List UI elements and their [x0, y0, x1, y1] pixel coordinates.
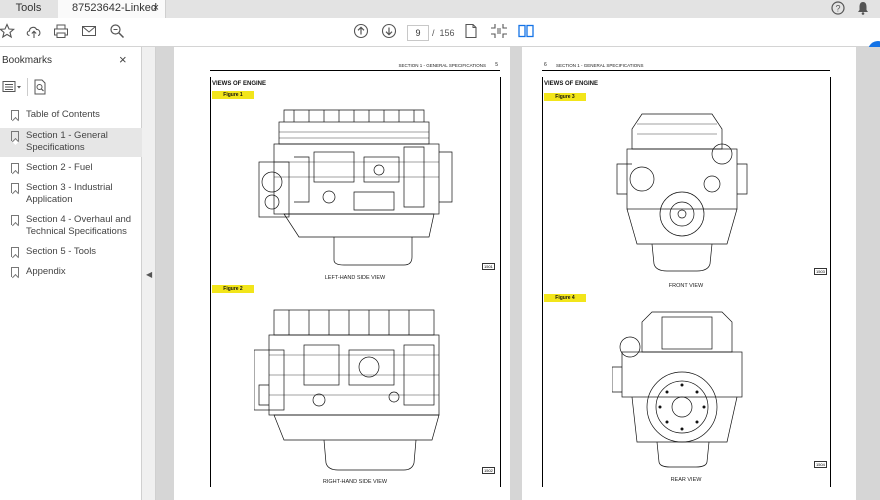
help-icon[interactable]: ? — [831, 0, 845, 18]
bookmarks-panel: Bookmarks × Table of Contents Section 1 … — [0, 47, 142, 500]
bookmark-label: Section 4 - Overhaul and Technical Speci… — [26, 214, 131, 237]
star-icon[interactable] — [0, 23, 16, 41]
page-header: SECTION 1 - GENERAL SPECIFICATIONS 5 — [210, 61, 500, 71]
bookmark-item[interactable]: Section 1 - General Specifications — [0, 128, 142, 157]
two-page-view-icon[interactable] — [517, 23, 535, 41]
bookmarks-title: Bookmarks — [2, 55, 52, 66]
frame-rule — [500, 77, 501, 487]
bookmark-item[interactable]: Section 4 - Overhaul and Technical Speci… — [0, 212, 142, 241]
page-header: 6 SECTION 1 - GENERAL SPECIFICATIONS — [542, 61, 830, 71]
main-toolbar: 9 / 156 + — [0, 18, 880, 47]
engine-front-view-drawing — [612, 109, 752, 274]
tab-bar: Tools 87523642-Linked p... × ? — [0, 0, 880, 18]
bookmark-label: Section 3 - Industrial Application — [26, 182, 113, 205]
tab-tools[interactable]: Tools — [0, 0, 57, 18]
figure-tag: 1504 — [814, 461, 827, 468]
email-icon[interactable] — [80, 23, 98, 41]
bookmark-icon — [11, 247, 19, 257]
page-header-text: SECTION 1 - GENERAL SPECIFICATIONS — [556, 63, 644, 68]
page-separator: / — [432, 28, 435, 38]
collapse-panel-icon[interactable]: ◀ — [146, 270, 152, 279]
figure-tag: 1501 — [482, 263, 495, 270]
figure-tag: 1502 — [482, 467, 495, 474]
bookmark-label: Section 1 - General Specifications — [26, 130, 108, 153]
document-viewer[interactable]: SECTION 1 - GENERAL SPECIFICATIONS 5 VIE… — [156, 47, 880, 500]
figure-tag: 1503 — [814, 268, 827, 275]
engine-rear-view-drawing — [612, 307, 752, 472]
bookmark-icon — [11, 131, 19, 141]
bookmark-item[interactable]: Section 5 - Tools — [0, 244, 142, 261]
page-total: / 156 — [432, 25, 455, 41]
bookmark-label: Section 2 - Fuel — [26, 162, 93, 173]
next-page-icon[interactable] — [380, 23, 398, 41]
tab-document[interactable]: 87523642-Linked p... × — [58, 0, 166, 18]
panel-splitter[interactable]: ◀ — [142, 47, 156, 500]
find-bookmark-icon[interactable] — [33, 79, 47, 100]
page-number-label: 6 — [544, 62, 547, 68]
figure-label: Figure 2 — [212, 285, 254, 293]
bookmark-icon — [11, 163, 19, 173]
bookmark-label: Table of Contents — [26, 109, 100, 120]
bell-icon[interactable] — [857, 0, 869, 18]
figure-label: Figure 3 — [544, 93, 586, 101]
toolbar-divider — [27, 78, 28, 96]
figure-caption: REAR VIEW — [542, 477, 830, 483]
frame-rule — [210, 77, 211, 487]
document-page-right: 6 SECTION 1 - GENERAL SPECIFICATIONS VIE… — [522, 47, 856, 500]
print-icon[interactable] — [52, 23, 70, 41]
previous-page-icon[interactable] — [352, 23, 370, 41]
page-header-text: SECTION 1 - GENERAL SPECIFICATIONS — [398, 63, 486, 68]
bookmark-icon — [11, 110, 19, 120]
bookmark-item[interactable]: Section 2 - Fuel — [0, 160, 142, 177]
section-title: VIEWS OF ENGINE — [544, 81, 598, 87]
engine-left-side-drawing — [254, 102, 459, 267]
upload-cloud-icon[interactable] — [25, 23, 43, 41]
bookmark-item[interactable]: Section 3 - Industrial Application — [0, 180, 142, 209]
section-title: VIEWS OF ENGINE — [212, 81, 266, 87]
bookmark-icon — [11, 183, 19, 193]
bookmark-label: Section 5 - Tools — [26, 246, 96, 257]
document-page-left: SECTION 1 - GENERAL SPECIFICATIONS 5 VIE… — [174, 47, 510, 500]
bookmark-label: Appendix — [26, 266, 66, 277]
bookmark-icon — [11, 267, 19, 277]
figure-label: Figure 4 — [544, 294, 586, 302]
figure-caption: FRONT VIEW — [542, 283, 830, 289]
frame-rule — [542, 77, 543, 487]
frame-rule — [830, 77, 831, 487]
bookmarks-list: Table of Contents Section 1 - General Sp… — [0, 107, 142, 281]
bookmark-icon — [11, 215, 19, 225]
bookmark-item[interactable]: Appendix — [0, 264, 142, 281]
bookmarks-toolbar — [0, 78, 142, 100]
close-tab-icon[interactable]: × — [153, 0, 159, 16]
page-total-number: 156 — [440, 28, 455, 38]
figure-caption: LEFT-HAND SIDE VIEW — [210, 275, 500, 281]
close-panel-icon[interactable]: × — [119, 52, 127, 67]
bookmark-options-icon[interactable] — [2, 80, 24, 99]
single-page-icon[interactable] — [462, 23, 480, 41]
page-number-input[interactable]: 9 — [407, 25, 429, 41]
page-number-label: 5 — [495, 62, 498, 68]
svg-text:?: ? — [835, 4, 840, 14]
fit-page-icon[interactable] — [490, 23, 508, 41]
zoom-icon[interactable] — [108, 23, 126, 41]
bookmark-item[interactable]: Table of Contents — [0, 107, 142, 124]
figure-caption: RIGHT-HAND SIDE VIEW — [210, 479, 500, 485]
engine-right-side-drawing — [254, 305, 459, 475]
figure-label: Figure 1 — [212, 91, 254, 99]
